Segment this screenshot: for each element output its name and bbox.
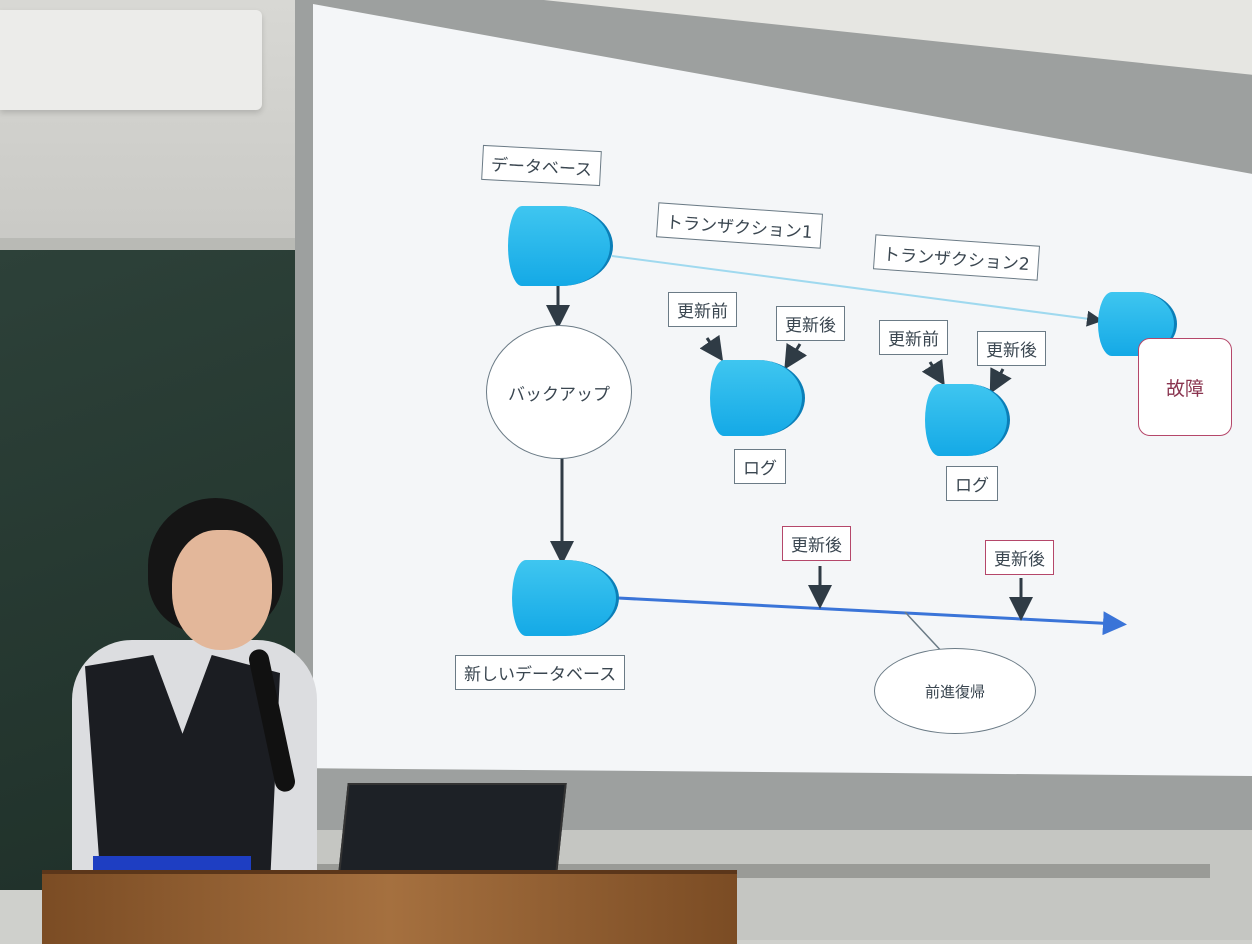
after-update-label: 更新後	[977, 331, 1046, 366]
after-update-label: 更新後	[985, 540, 1054, 575]
after-update-label: 更新後	[776, 306, 845, 341]
new-database-label: 新しいデータベース	[455, 655, 626, 690]
transaction-line	[611, 255, 1103, 327]
podium	[42, 870, 737, 944]
before-update-label: 更新前	[668, 292, 737, 327]
chalkboard-frame	[0, 238, 300, 250]
database-label: データベース	[481, 144, 602, 187]
backup-bubble: バックアップ	[486, 325, 632, 459]
log-cylinder	[710, 360, 805, 436]
log-label: ログ	[946, 466, 998, 501]
before-update-label: 更新前	[879, 320, 948, 355]
log-label: ログ	[734, 449, 786, 484]
log-cylinder	[925, 384, 1010, 456]
ceiling-light	[0, 10, 262, 110]
failure-box: 故障	[1138, 338, 1232, 436]
roll-forward-bubble: 前進復帰	[874, 648, 1036, 734]
presenter-face	[172, 530, 272, 650]
after-update-label: 更新後	[782, 526, 851, 561]
database-cylinder	[508, 206, 613, 286]
new-database-cylinder	[512, 560, 619, 636]
timeline-line	[617, 596, 1127, 636]
